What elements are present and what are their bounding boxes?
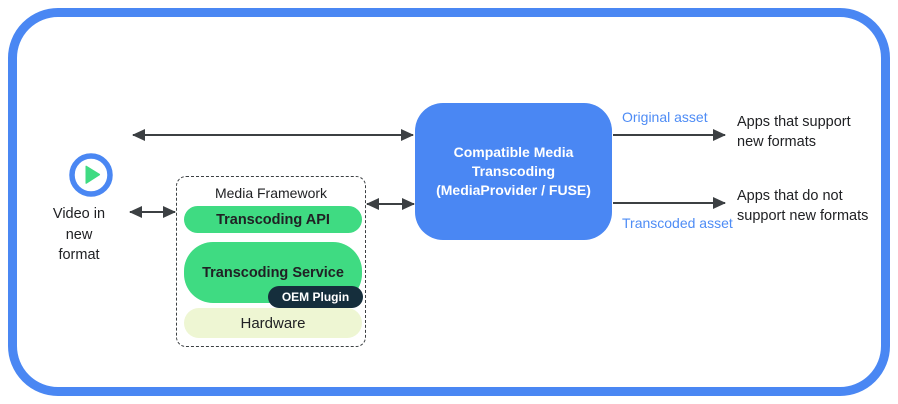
compatible-media-transcoding-box: Compatible Media Transcoding (MediaProvi… bbox=[415, 103, 612, 240]
bidirectional-arrow-framework-to-transcoding-icon bbox=[366, 198, 415, 210]
media-framework-box: Media Framework Transcoding API Transcod… bbox=[176, 176, 366, 347]
arrow-original-asset-icon bbox=[613, 129, 726, 141]
transcoding-api-pill: Transcoding API bbox=[184, 206, 362, 233]
play-icon bbox=[69, 153, 113, 197]
bidirectional-arrow-video-to-framework-icon bbox=[129, 206, 176, 218]
oem-plugin-pill: OEM Plugin bbox=[268, 286, 363, 308]
arrow-transcoded-asset-icon bbox=[613, 197, 726, 209]
hardware-pill: Hardware bbox=[184, 308, 362, 338]
outer-rounded-border bbox=[8, 8, 890, 396]
apps-not-support-new-formats-label: Apps that do not support new formats bbox=[737, 188, 869, 224]
transcoded-asset-label: Transcoded asset bbox=[622, 215, 733, 231]
media-framework-title: Media Framework bbox=[214, 185, 328, 201]
bidirectional-arrow-source-to-transcoding-icon bbox=[132, 129, 414, 141]
apps-support-new-formats-label: Apps that support new formats bbox=[737, 114, 851, 150]
video-in-new-format-label: Video in new format bbox=[52, 206, 106, 263]
original-asset-label: Original asset bbox=[622, 109, 708, 125]
